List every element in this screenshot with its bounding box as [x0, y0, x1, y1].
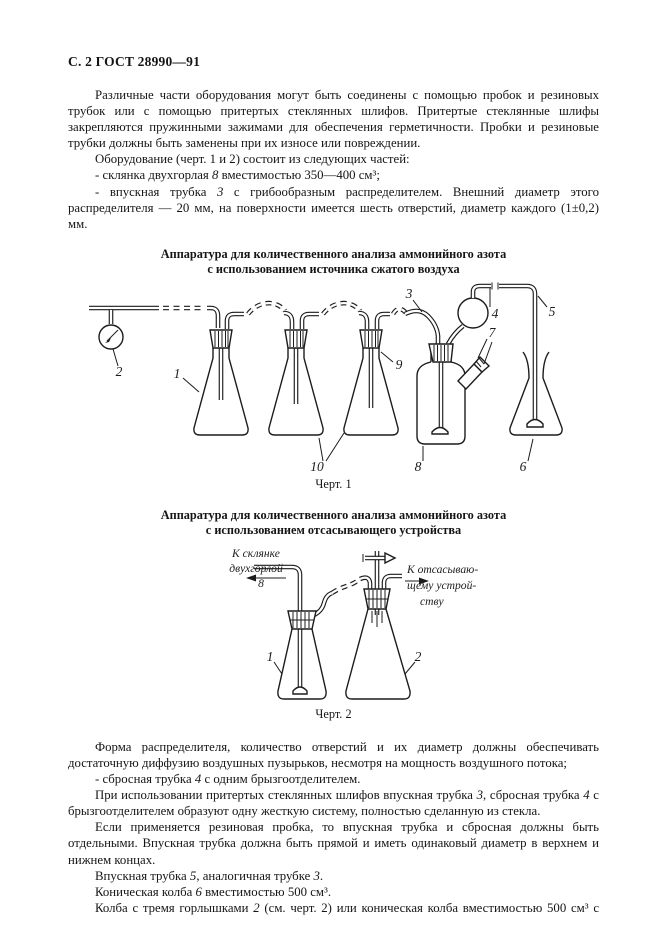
- ref-number: 8: [212, 168, 219, 183]
- fig1-label-10: 10: [310, 459, 324, 474]
- fig1-label-6: 6: [520, 459, 527, 474]
- figure2-stoppers: [286, 588, 391, 630]
- fig1-label-3: 3: [405, 286, 413, 301]
- pressure-gauge-icon: [98, 324, 124, 350]
- ref-number: 3: [476, 788, 484, 803]
- text-segment: с грибообразным распределителем. Внешний…: [68, 184, 599, 231]
- fig1-label-7: 7: [489, 325, 497, 340]
- text-segment: (см. черт. 2) или коническая колба вмест…: [259, 900, 600, 915]
- list-item: - склянка двухгорлая 8 вместимостью 350—…: [68, 167, 599, 183]
- text-segment: с одним брызгоотделителем.: [201, 772, 361, 787]
- paragraph: Оборудование (черт. 1 и 2) состоит из сл…: [95, 152, 410, 167]
- ground-stoppers: [209, 329, 454, 363]
- figure1-title-line2: с использованием источника сжатого возду…: [207, 262, 460, 277]
- figure2-caption: Черт. 2: [315, 706, 352, 721]
- paragraph: Форма распределителя, количество отверст…: [68, 739, 599, 770]
- leader-lines: [112, 287, 548, 462]
- intro-block: Различные части оборудования могут быть …: [68, 87, 599, 232]
- fig1-label-5: 5: [549, 304, 556, 319]
- paragraph: При использовании притертых стеклянных ш…: [68, 787, 599, 819]
- two-neck-bottle: [416, 343, 491, 445]
- text-segment: - впускная трубка: [95, 184, 217, 199]
- flow-arrows: [245, 574, 429, 585]
- fig2-label-2: 2: [414, 649, 421, 664]
- figure1-title-line1: Аппаратура для количественного анализа а…: [160, 246, 507, 261]
- ref-number: 3: [313, 868, 320, 883]
- paragraph: Различные части оборудования могут быть …: [68, 88, 599, 151]
- dip-tubes: [218, 343, 374, 408]
- air-inlet-pipe: [89, 305, 221, 328]
- text-segment: Колба с тремя горлышками: [95, 900, 254, 915]
- paragraph: Впускная трубка 5, аналогичная трубке 3.: [68, 868, 599, 884]
- spray-trap-bulb: [457, 297, 489, 329]
- fig2-label-1: 1: [266, 649, 273, 664]
- figure2-title-line2: с использованием отсасывающего устройств…: [205, 523, 462, 538]
- ref-number: 5: [189, 868, 197, 883]
- figure1-caption: Черт. 1: [315, 476, 352, 491]
- fig1-label-9: 9: [396, 357, 403, 372]
- note-to-suction-line3: ству: [420, 595, 445, 608]
- text-segment: При использовании притертых стеклянных ш…: [95, 788, 477, 803]
- text-segment: Коническая колба: [95, 884, 196, 899]
- flask-2-body: [344, 608, 411, 700]
- text-segment: , сбросная трубка: [483, 788, 584, 803]
- note-to-bottle-line1: К склянке: [231, 547, 280, 560]
- note-to-bottle-line2: двухгорлой: [229, 562, 283, 575]
- text-segment: с брызгоотделителем образуют одну жестку…: [68, 788, 599, 819]
- ref-number: 4: [194, 772, 202, 787]
- figure2-leaders: [273, 661, 415, 675]
- text-segment: , аналогичная трубке: [196, 868, 314, 883]
- fig1-label-8: 8: [415, 459, 422, 474]
- figure2-tubing: [253, 550, 402, 695]
- fig1-label-1: 1: [174, 366, 181, 381]
- note-to-bottle-line3: 8: [258, 577, 264, 590]
- list-item: - впускная трубка 3 с грибообразным расп…: [68, 184, 599, 232]
- text-segment: вместимостью 350—400 см³;: [218, 168, 380, 183]
- paragraph: Коническая колба 6 вместимостью 500 см³.: [68, 884, 599, 900]
- paragraph: Если применяется резиновая пробка, то вп…: [68, 820, 599, 867]
- outro-block: Форма распределителя, количество отверст…: [68, 739, 599, 916]
- list-item: - сбросная трубка 4 с одним брызгоотдели…: [68, 771, 599, 787]
- figure2-annotations: К склянке двухгорлой 8 К отсасываю- щему…: [229, 547, 478, 664]
- figure2-drawing: К склянке двухгорлой 8 К отсасываю- щему…: [229, 547, 478, 700]
- page-header: С. 2 ГОСТ 28990—91: [68, 54, 201, 69]
- figure2-title: Аппаратура для количественного анализа а…: [68, 508, 599, 539]
- figure1-drawing: 1 2 3 4 5 6 7 8 9 10: [89, 282, 563, 474]
- figure1-number-labels: 1 2 3 4 5 6 7 8 9 10: [116, 286, 556, 474]
- paragraph: Колба с тремя горлышками 2 (см. черт. 2)…: [68, 900, 599, 916]
- ref-number: 2: [253, 900, 260, 915]
- text-segment: - сбросная трубка: [95, 772, 195, 787]
- note-to-suction-line2: щему устрой-: [407, 579, 476, 592]
- note-to-suction-line1: К отсасываю-: [406, 563, 478, 576]
- ref-number: 4: [583, 788, 590, 803]
- ref-number: 3: [216, 184, 224, 199]
- fig1-label-2: 2: [116, 364, 123, 379]
- text-segment: вместимостью 500 см³.: [201, 884, 332, 899]
- ref-number: 6: [195, 884, 202, 899]
- text-segment: - склянка двухгорлая: [95, 168, 213, 183]
- fig1-label-4: 4: [492, 306, 499, 321]
- text-segment: .: [319, 868, 324, 883]
- figure2-title-line1: Аппаратура для количественного анализа а…: [160, 507, 507, 522]
- text-segment: Впускная трубка: [95, 868, 190, 883]
- figure1-title: Аппаратура для количественного анализа а…: [68, 247, 599, 278]
- overflow-pipe: [445, 282, 544, 428]
- connecting-tubing: [224, 300, 408, 329]
